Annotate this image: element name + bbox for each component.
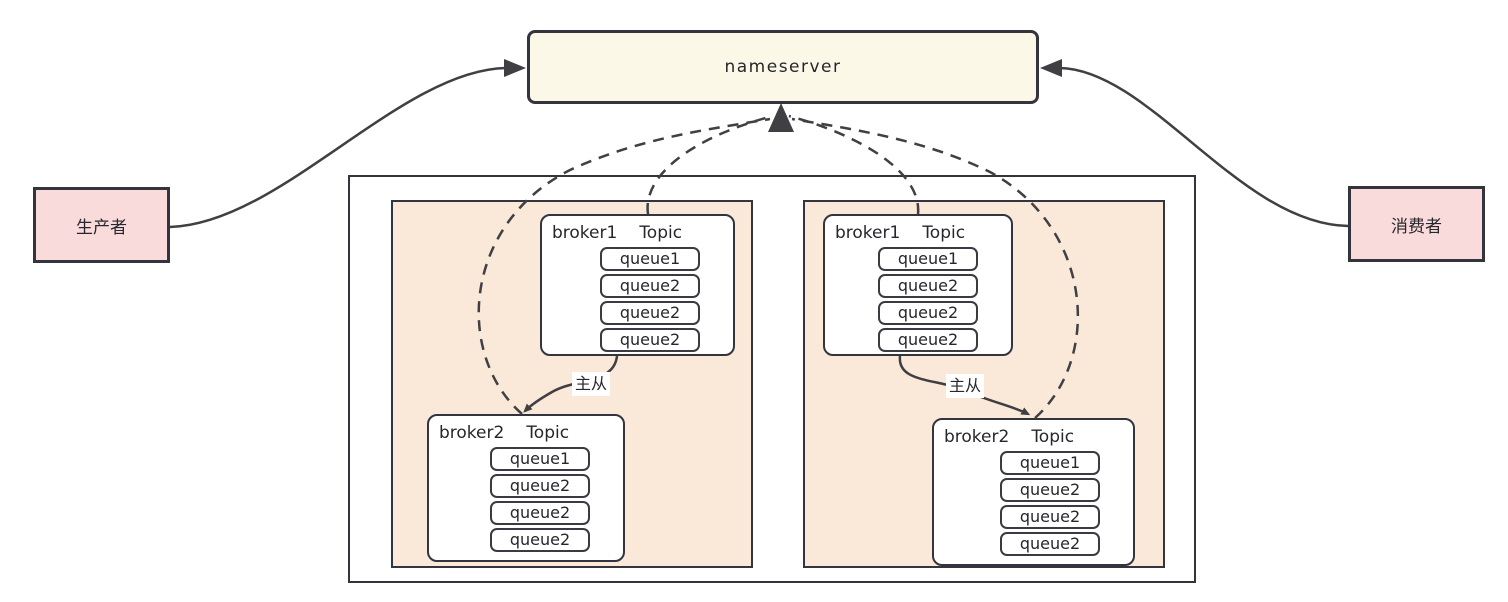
topic-label: Topic: [639, 223, 683, 243]
master-slave-label-right: 主从: [946, 374, 985, 398]
queue-item: queue1: [600, 247, 700, 271]
producer-to-nameserver-arrowhead-icon: [504, 59, 526, 77]
nameserver-box: nameserver: [527, 30, 1039, 104]
queue-item: queue2: [600, 274, 700, 298]
topic-label: Topic: [922, 223, 966, 243]
queue-item: queue2: [490, 474, 590, 498]
broker-name: broker2: [944, 427, 1010, 447]
broker-name: broker1: [552, 223, 618, 243]
queue-item: queue1: [490, 447, 590, 471]
queue-item: queue2: [600, 328, 700, 352]
queue-item: queue2: [1000, 532, 1100, 556]
queue-item: queue2: [600, 301, 700, 325]
broker-title: broker2 Topic: [429, 416, 623, 447]
queue-item: queue2: [490, 501, 590, 525]
nameserver-label: nameserver: [724, 57, 842, 77]
queue-item: queue2: [1000, 478, 1100, 502]
queue-item: queue2: [878, 328, 978, 352]
topic-label: Topic: [1031, 427, 1075, 447]
producer-box: 生产者: [33, 187, 170, 263]
consumer-label: 消费者: [1391, 216, 1442, 237]
nameserver-up-arrowhead-icon: [768, 103, 794, 132]
producer-label: 生产者: [76, 217, 127, 238]
broker-box-right-master: broker1 Topic queue1 queue2 queue2 queue…: [823, 214, 1013, 356]
broker-name: broker1: [835, 223, 901, 243]
queue-item: queue2: [490, 528, 590, 552]
queue-list: queue1 queue2 queue2 queue2: [878, 247, 978, 352]
broker-name: broker2: [439, 423, 505, 443]
topic-label: Topic: [526, 423, 570, 443]
broker-title: broker2 Topic: [934, 420, 1133, 451]
queue-list: queue1 queue2 queue2 queue2: [490, 447, 590, 552]
queue-item: queue1: [878, 247, 978, 271]
broker-title: broker1 Topic: [542, 216, 733, 247]
broker-box-left-slave: broker2 Topic queue1 queue2 queue2 queue…: [427, 414, 625, 562]
queue-item: queue2: [878, 301, 978, 325]
broker-box-left-master: broker1 Topic queue1 queue2 queue2 queue…: [540, 214, 735, 356]
queue-item: queue2: [878, 274, 978, 298]
broker-title: broker1 Topic: [825, 216, 1011, 247]
consumer-to-nameserver-arrowhead-icon: [1040, 59, 1062, 77]
queue-list: queue1 queue2 queue2 queue2: [1000, 451, 1100, 556]
broker-box-right-slave: broker2 Topic queue1 queue2 queue2 queue…: [932, 418, 1135, 566]
queue-list: queue1 queue2 queue2 queue2: [600, 247, 700, 352]
queue-item: queue1: [1000, 451, 1100, 475]
queue-item: queue2: [1000, 505, 1100, 529]
consumer-box: 消费者: [1348, 186, 1485, 262]
master-slave-label-left: 主从: [572, 372, 611, 396]
